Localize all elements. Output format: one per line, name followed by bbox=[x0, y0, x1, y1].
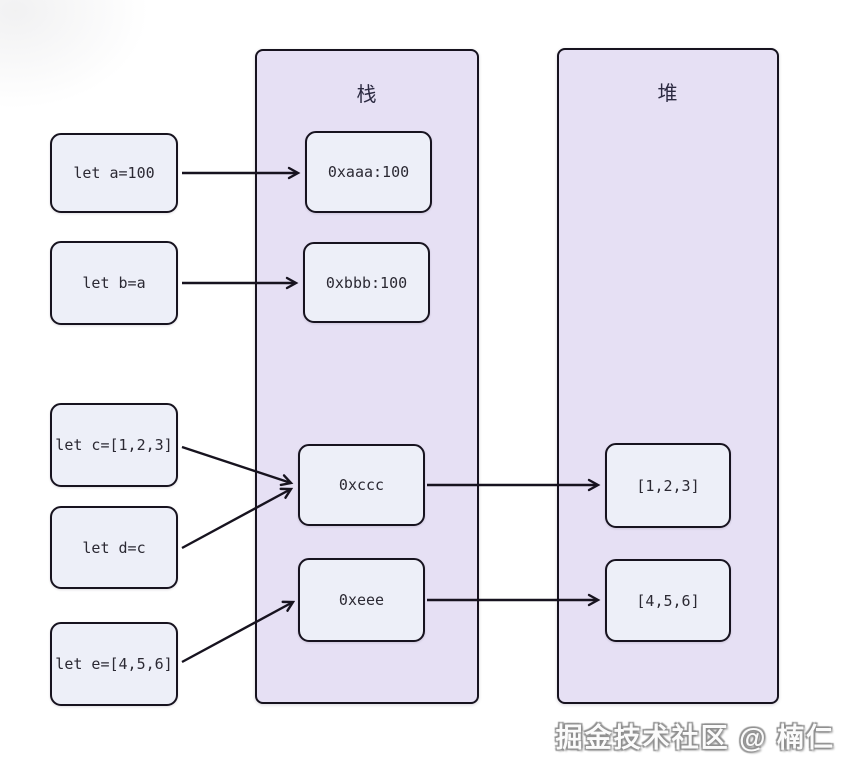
stack-cell-0xaaa: 0xaaa:100 bbox=[305, 131, 432, 213]
variable-node-c: let c=[1,2,3] bbox=[50, 403, 178, 487]
corner-shading bbox=[0, 0, 150, 110]
watermark: 掘金技术社区 @ 楠仁 bbox=[555, 723, 835, 753]
heap-panel-title: 堆 bbox=[657, 83, 679, 105]
variable-node-b: let b=a bbox=[50, 241, 178, 325]
heap-cell-456: [4,5,6] bbox=[605, 559, 731, 642]
variable-node-e: let e=[4,5,6] bbox=[50, 622, 178, 706]
variable-node-d: let d=c bbox=[50, 506, 178, 589]
stack-cell-0xbbb: 0xbbb:100 bbox=[303, 242, 430, 323]
stack-cell-0xccc: 0xccc bbox=[298, 444, 425, 526]
stack-panel-title: 栈 bbox=[356, 84, 378, 106]
variable-node-a: let a=100 bbox=[50, 133, 178, 213]
stack-cell-0xeee: 0xeee bbox=[298, 558, 425, 642]
heap-cell-123: [1,2,3] bbox=[605, 443, 731, 528]
